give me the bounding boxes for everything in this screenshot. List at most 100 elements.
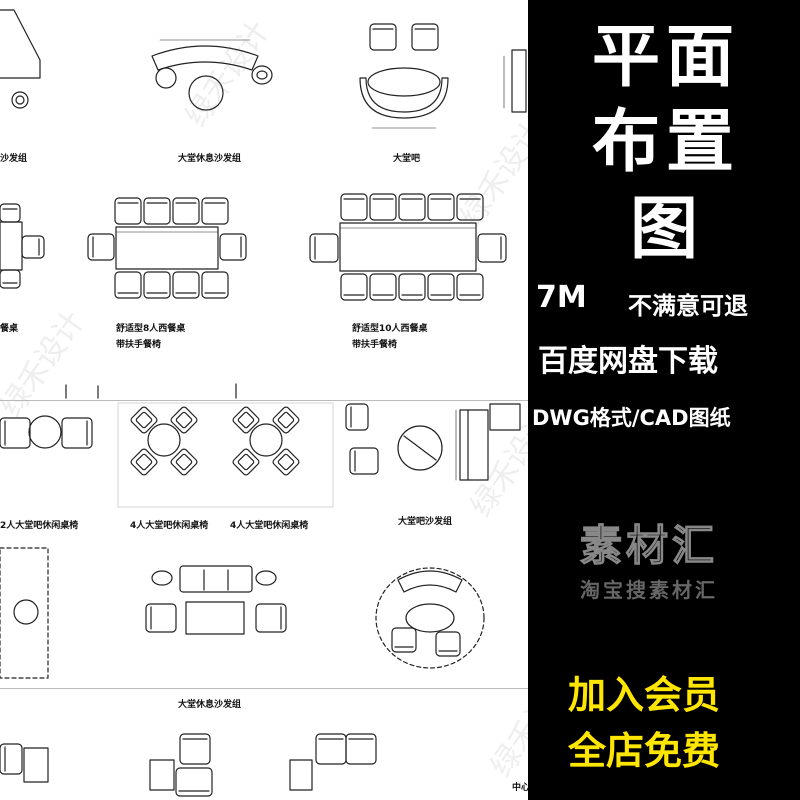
bar4b-chair-se: [272, 448, 300, 476]
bar4b-round-table: [249, 423, 283, 457]
brand-logo: 素材汇: [579, 520, 719, 570]
label-sofa-group-partial: 沙发组: [0, 154, 28, 164]
lounge-stool-left: [155, 67, 177, 89]
lounge-curved-sofa: [397, 570, 463, 593]
lounge-stool-right-inner: [256, 70, 268, 80]
dining-partial-chair-right-seat: [21, 235, 45, 259]
bar4b-chair-nw-cushion: [237, 411, 255, 429]
side-table-top-left-inner: [15, 95, 25, 105]
bar4b-chair-se-cushion: [277, 453, 295, 471]
dining-10-chair-end-left-seat: [309, 233, 339, 263]
lounge-oval-chair-left-seat: [391, 627, 417, 653]
barsofa-corner-chair: [489, 403, 521, 431]
dining-10-chair-bottom-5-seat: [456, 273, 484, 301]
bar4b-chair-ne-cushion: [277, 411, 295, 429]
format-text: DWG格式/CAD图纸: [532, 406, 731, 430]
dining-8-chair-bottom-1-seat: [114, 271, 142, 299]
sofa-partial-top-left: [0, 9, 41, 79]
bar4a-chair-nw-cushion: [135, 411, 153, 429]
dining-table-10: [339, 222, 477, 272]
label-dining-table-partial: 餐桌: [0, 324, 19, 334]
member-text: 加入会员: [568, 673, 721, 717]
bar2-chair-right-seat: [61, 417, 93, 449]
dining-10-chair-top-5-seat: [456, 193, 484, 221]
cad-floor-plan-drawing: [0, 9, 527, 797]
bar4a-chair-ne-cushion: [175, 411, 193, 429]
bar-curved-banquette: [359, 77, 449, 119]
bottom-partial-table: [23, 747, 49, 783]
label-lobby-bar: 大堂吧: [393, 154, 421, 164]
label-dining-8-line1: 舒适型8人西餐桌: [116, 324, 186, 334]
section-divider-1: [0, 400, 528, 401]
dining-partial-chair-bottom-seat: [0, 269, 21, 289]
lounge-oval-rug: [375, 567, 485, 669]
partial-unit-right: [511, 49, 527, 113]
free-text: 全店免费: [568, 729, 721, 773]
barsofa-armchair-bottom-seat: [349, 447, 379, 475]
lounge-stool-right: [251, 65, 273, 85]
download-text: 百度网盘下载: [538, 344, 718, 379]
lounge-oval-table: [405, 603, 455, 633]
bar-armchair-left-seat: [369, 23, 397, 51]
bar4a-round-table: [147, 423, 181, 457]
dining-10-chair-top-3-seat: [398, 193, 426, 221]
refund-text: 不满意可退: [628, 292, 748, 320]
dining-table-partial: [0, 221, 23, 271]
bar4b-chair-ne: [272, 406, 300, 434]
title-line-2: 布置: [592, 103, 741, 182]
lounge-end-table-right: [255, 570, 277, 586]
bar4a-chair-nw: [130, 406, 158, 434]
label-dining-8-line2: 带扶手餐椅: [116, 340, 162, 350]
section-divider-2: [0, 688, 528, 689]
lounge-armchair-left-seat: [145, 603, 177, 633]
barsofa-armchair-top-seat: [345, 403, 369, 431]
curved-sofa: [151, 45, 259, 71]
lounge-coffee-table: [185, 601, 245, 635]
dining-10-chair-top-1-seat: [340, 193, 368, 221]
bottom-mid-chair-top-seat: [179, 733, 211, 765]
bar4a-chair-se-cushion: [175, 453, 193, 471]
bottom-mid-chair-bottom-seat: [175, 767, 213, 797]
cad-drawing-area: 绿禾设计 绿禾设计 绿禾设计 绿禾设计 绿禾设计 沙发组 大堂休息沙发组 大堂吧…: [0, 9, 528, 797]
dining-10-chair-top-2-seat: [369, 193, 397, 221]
title-line-1: 平面: [592, 18, 741, 97]
bottom-partial-chair-left-seat: [0, 743, 23, 775]
bar-armchair-right-seat: [411, 23, 439, 51]
bar4b-chair-sw: [232, 448, 260, 476]
dining-10-chair-top-4-seat: [427, 193, 455, 221]
side-table-top-left: [11, 91, 29, 109]
round-coffee-table: [188, 75, 224, 111]
dining-8-chair-top-1-seat: [114, 197, 142, 225]
brand-logo-subtext: 淘宝搜素材汇: [580, 578, 718, 602]
lounge-armchair-right-seat: [255, 603, 287, 633]
bar2-round-table: [28, 415, 62, 449]
bar4b-chair-nw: [232, 406, 260, 434]
dining-8-chair-end-right-seat: [219, 233, 247, 261]
label-lobby-lounge-sofa-2: 大堂休息沙发组: [178, 700, 242, 710]
bottom-right-chair-top-2-seat: [345, 733, 377, 765]
dining-table-8: [115, 226, 219, 270]
bar4-frame: [117, 402, 334, 508]
label-dining-10-line1: 舒适型10人西餐桌: [352, 324, 428, 334]
dining-8-chair-bottom-2-seat: [143, 271, 171, 299]
dining-10-chair-bottom-1-seat: [340, 273, 368, 301]
dining-8-chair-bottom-3-seat: [172, 271, 200, 299]
bar4b-chair-sw-cushion: [237, 453, 255, 471]
bar4a-chair-sw-cushion: [135, 453, 153, 471]
barsofa-straight-sofa: [459, 409, 489, 481]
lounge-partial-rug: [0, 547, 49, 679]
barsofa-round-table: [397, 425, 443, 471]
lounge-end-table-left: [151, 570, 173, 586]
bottom-right-side-table: [289, 759, 313, 791]
dining-8-chair-top-3-seat: [172, 197, 200, 225]
ad-panel: 平面 布置 图 7M 不满意可退 百度网盘下载 DWG格式/CAD图纸 素材汇 …: [528, 0, 800, 800]
dining-8-chair-end-left-seat: [87, 233, 115, 261]
dining-10-chair-bottom-2-seat: [369, 273, 397, 301]
label-lobby-lounge-sofa: 大堂休息沙发组: [178, 154, 242, 164]
dining-10-chair-bottom-3-seat: [398, 273, 426, 301]
label-bar-4-person-b: 4人大堂吧休闲桌椅: [230, 521, 309, 531]
lounge-three-seat-sofa: [179, 565, 253, 593]
barsofa-table-hatch: [403, 435, 437, 461]
dining-10-chair-bottom-4-seat: [427, 273, 455, 301]
label-bar-2-person: 2人大堂吧休闲桌椅: [0, 521, 79, 531]
